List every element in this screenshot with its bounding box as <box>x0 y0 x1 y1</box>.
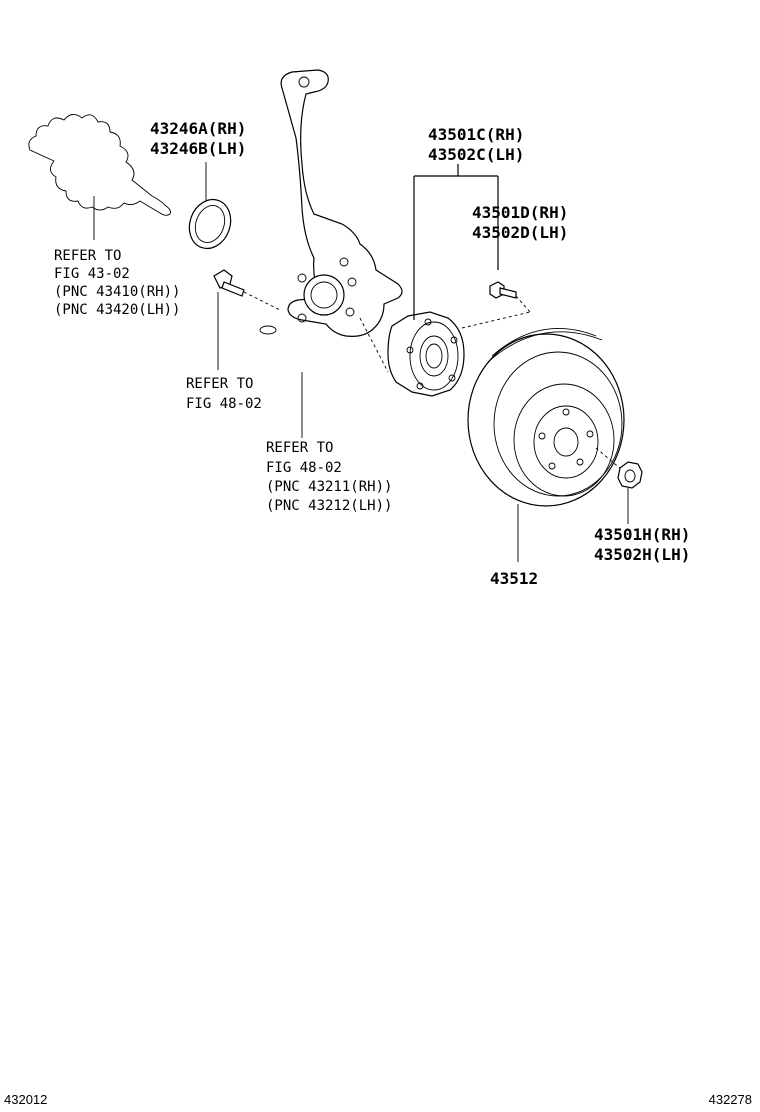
hub-nut-illustration <box>617 461 643 524</box>
axle-refer-line-2: FIG 43-02 <box>54 266 130 282</box>
dust-seal-illustration <box>188 162 232 250</box>
dust-seal-rh-label: 43246A(RH) <box>150 119 246 138</box>
axle-refer-line-3: (PNC 43410(RH)) <box>54 284 180 300</box>
hub-rh-label: 43501C(RH) <box>428 125 524 144</box>
nut-rh-label: 43501H(RH) <box>594 525 690 544</box>
bolt-refer-line-1: REFER TO <box>186 376 253 392</box>
footer-left-code: 432012 <box>4 1092 47 1107</box>
hub-bolt-illustration <box>461 281 531 329</box>
knuckle-refer-line-3: (PNC 43211(RH)) <box>266 479 392 495</box>
knuckle-refer-line-4: (PNC 43212(LH)) <box>266 498 392 514</box>
knuckle-refer-line-2: FIG 48-02 <box>266 460 342 476</box>
axle-refer-line-1: REFER TO <box>54 248 121 264</box>
axle-hub-illustration <box>359 164 499 397</box>
disc-label: 43512 <box>490 569 538 588</box>
hub-bolt-lh-label: 43502D(LH) <box>472 223 568 242</box>
drive-shaft-illustration <box>28 114 171 240</box>
nut-lh-label: 43502H(LH) <box>594 545 690 564</box>
knuckle-bolt-illustration <box>213 269 281 370</box>
hub-lh-label: 43502C(LH) <box>428 145 524 164</box>
hub-bolt-rh-label: 43501D(RH) <box>472 203 568 222</box>
disc-rotor-illustration <box>467 328 625 562</box>
steering-knuckle-illustration <box>259 69 403 438</box>
bolt-refer-line-2: FIG 48-02 <box>186 396 262 412</box>
knuckle-refer-line-1: REFER TO <box>266 440 333 456</box>
axle-refer-line-4: (PNC 43420(LH)) <box>54 302 180 318</box>
footer-right-code: 432278 <box>709 1092 752 1107</box>
dust-seal-lh-label: 43246B(LH) <box>150 139 246 158</box>
